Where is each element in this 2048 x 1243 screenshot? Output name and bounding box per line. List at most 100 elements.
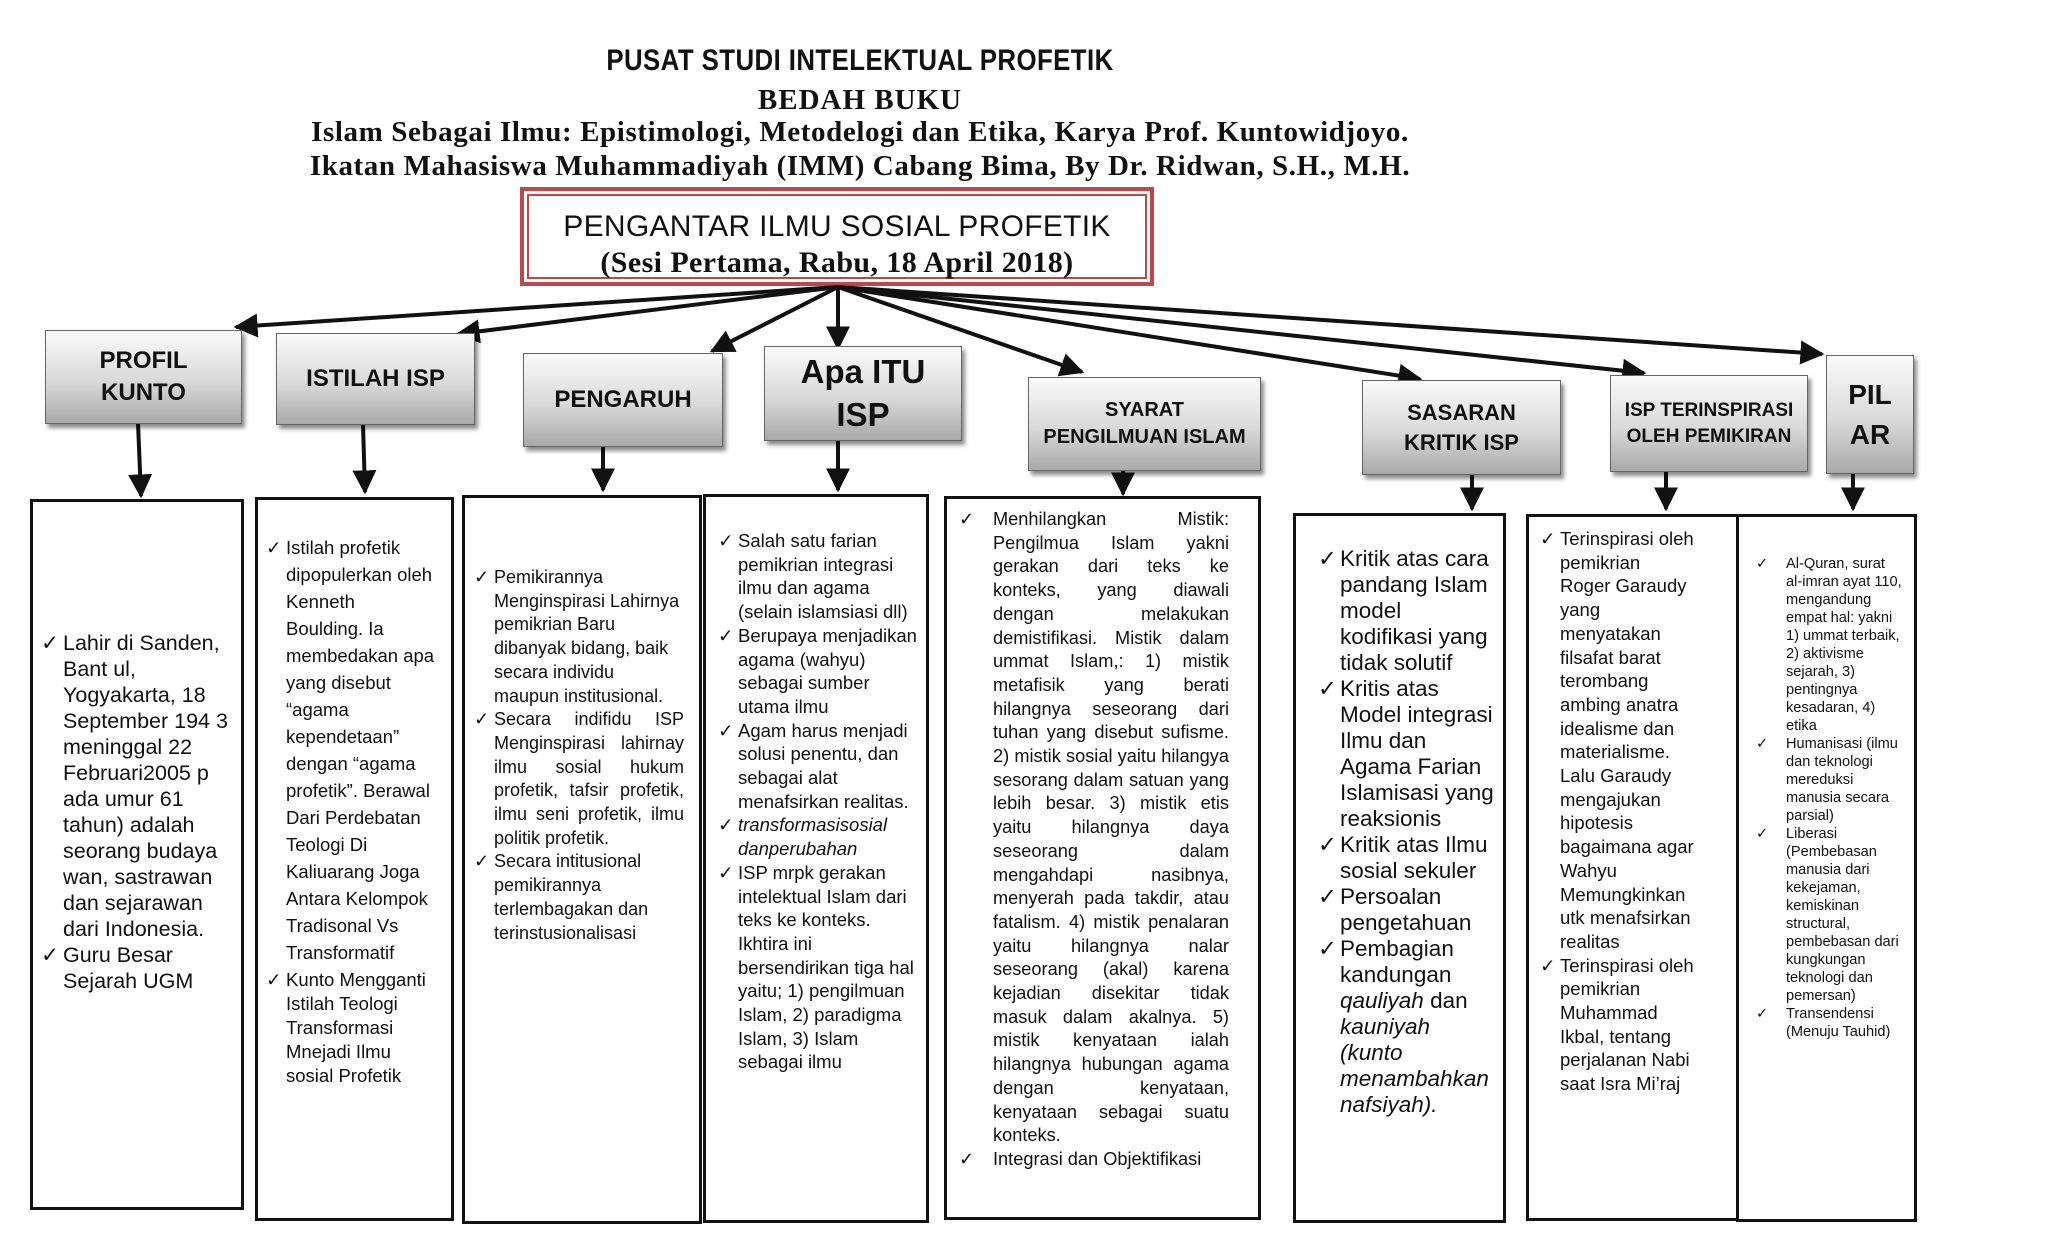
check-icon: ✓ <box>1318 936 1337 961</box>
check-icon: ✓ <box>1756 826 1769 842</box>
check-icon: ✓ <box>959 509 975 529</box>
list-item: ✓Secara indifidu ISP Menginspirasi lahir… <box>474 708 684 850</box>
check-icon: ✓ <box>266 537 282 558</box>
list-item: ✓Transendensi (Menuju Tauhid) <box>1756 1005 1904 1041</box>
category-apa-itu-isp: Apa ITU ISP <box>764 346 962 441</box>
list-item-text: Kunto Mengganti Istilah Teologi Transfor… <box>286 969 426 1086</box>
list-item: ✓Kritik atas cara pandang Islam model ko… <box>1318 546 1498 676</box>
check-icon: ✓ <box>1756 556 1769 572</box>
arrow-down-istilah <box>352 423 377 495</box>
list-item: ✓Agam harus menjadi solusi penentu, dan … <box>718 719 920 814</box>
list-item: ✓ Liberasi (Pembebasan manusia dari kekej… <box>1756 825 1904 1005</box>
list-item: ✓Secara intitusional pemikirannya terlem… <box>474 850 684 945</box>
list-item-text: Berupaya menjadikan agama (wahyu) sebaga… <box>738 624 917 717</box>
list-item: ✓Al-Quran, surat al-imran ayat 110, meng… <box>1756 555 1904 735</box>
content-box-profil: ✓Lahir di Sanden, Bant ul, Yogyakarta, 1… <box>30 499 244 1210</box>
category-syarat-pengilmuan-islam: SYARAT PENGILMUAN ISLAM <box>1028 377 1261 471</box>
content-box-sasaran: ✓Kritik atas cara pandang Islam model ko… <box>1293 513 1506 1223</box>
list-item-text: Secara intitusional pemikirannya terlemb… <box>494 851 649 943</box>
list-item: ✓Kritis atas Model integrasi Ilmu dan Ag… <box>1318 676 1498 832</box>
list-item: ✓Guru Besar Sejarah UGM <box>41 942 233 994</box>
list-item-text: Salah satu farian pemikrian integrasi il… <box>738 530 908 623</box>
list-item: ✓transformasisosial danperubahan <box>718 813 920 860</box>
list-item-text: Agam harus menjadi solusi penentu, dan s… <box>738 719 909 812</box>
content-box-pengaruh: ✓Pemikirannya Menginspirasi Lahirnya pem… <box>462 495 702 1224</box>
check-icon: ✓ <box>718 624 734 646</box>
list-item: ✓Istilah profetik dipopulerkan oleh Kenn… <box>266 534 436 966</box>
list-item-text: Kritik atas cara pandang Islam model kod… <box>1340 546 1489 675</box>
check-icon: ✓ <box>41 943 60 967</box>
check-icon: ✓ <box>474 567 490 587</box>
check-icon: ✓ <box>1540 528 1556 549</box>
check-icon: ✓ <box>474 709 490 730</box>
list-item: ✓Lahir di Sanden, Bant ul, Yogyakarta, 1… <box>41 630 233 942</box>
category-sasaran-kritik-isp: SASARAN KRITIK ISP <box>1362 380 1561 475</box>
check-icon: ✓ <box>1318 546 1337 571</box>
list-item-text: dan <box>1430 988 1468 1013</box>
list-item-italic: kauniyah (kunto menambahkan nafsiyah). <box>1340 1014 1489 1117</box>
list-item: ✓Pemikirannya Menginspirasi Lahirnya pem… <box>474 566 684 708</box>
category-pilar: PIL AR <box>1826 355 1914 474</box>
check-icon: ✓ <box>41 631 60 655</box>
main-topic-title: PENGANTAR ILMU SOSIAL PROFETIK <box>563 210 1111 243</box>
list-item: ✓ Menhilangkan Mistik: Pengilmua Islam ya… <box>959 508 1229 1148</box>
check-icon: ✓ <box>959 1148 975 1169</box>
list-item: ✓Kunto Mengganti Istilah Teologi Transfo… <box>266 968 436 1088</box>
list-item: ✓ISP mrpk gerakan intelektual Islam dari… <box>718 861 920 1074</box>
list-item-text: Istilah profetik dipopulerkan oleh Kenne… <box>286 537 435 963</box>
list-item: ✓Terinspirasi oleh pemikrian Roger Garau… <box>1540 527 1695 954</box>
list-item-text: Kritik atas Ilmu sosial sekuler <box>1340 832 1488 883</box>
header-book-title: Islam Sebagai Ilmu: Epistimologi, Metode… <box>311 116 1409 148</box>
list-item-text: transformasisosial danperubahan <box>738 814 888 860</box>
category-isp-terinspirasi: ISP TERINSPIRASI OLEH PEMIKIRAN <box>1610 375 1808 472</box>
check-icon: ✓ <box>718 530 734 551</box>
check-icon: ✓ <box>718 861 734 883</box>
list-item-text: ISP mrpk gerakan intelektual Islam dari … <box>738 861 914 1073</box>
list-item-text: Terinspirasi oleh pemikrian Roger Garaud… <box>1560 528 1694 952</box>
content-box-istilah: ✓Istilah profetik dipopulerkan oleh Kenn… <box>255 497 454 1221</box>
arrow-to-isp-terinspirasi <box>837 285 1647 383</box>
arrow-down-profil <box>128 422 153 499</box>
list-item-text: Menhilangkan Mistik: Pengilmua Islam yak… <box>993 509 1229 1146</box>
list-item-text: Terinspirasi oleh pemikrian Muhammad Ikb… <box>1560 954 1694 1095</box>
main-topic-inner-frame: PENGANTAR ILMU SOSIAL PROFETIK (Sesi Per… <box>527 194 1147 279</box>
list-item: ✓Persoalan pengetahuan <box>1318 884 1498 936</box>
list-item: ✓Terinspirasi oleh pemikrian Muhammad Ik… <box>1540 954 1695 1096</box>
check-icon: ✓ <box>1540 954 1556 976</box>
list-item: ✓Pembagian kandungan qauliyah dan kauniy… <box>1318 936 1498 1118</box>
check-icon: ✓ <box>718 719 734 741</box>
arrow-to-sasaran <box>837 285 1423 388</box>
content-box-terinspirasi: ✓Terinspirasi oleh pemikrian Roger Garau… <box>1526 514 1743 1221</box>
check-icon: ✓ <box>474 851 490 872</box>
check-icon: ✓ <box>1318 676 1337 701</box>
list-item: ✓ Integrasi dan Objektifikasi <box>959 1148 1229 1172</box>
check-icon: ✓ <box>718 814 734 836</box>
list-item-text: Persoalan pengetahuan <box>1340 884 1472 935</box>
list-item-italic: qauliyah <box>1340 988 1424 1013</box>
content-box-pilar: ✓Al-Quran, surat al-imran ayat 110, meng… <box>1736 514 1917 1222</box>
list-item: ✓Salah satu farian pemikrian integrasi i… <box>718 529 920 624</box>
list-item-text: Kritis atas Model integrasi Ilmu dan Aga… <box>1340 676 1494 831</box>
check-icon: ✓ <box>1756 736 1769 752</box>
list-item-text: Humanisasi (ilmu dan teknologi mereduksi… <box>1786 736 1898 824</box>
list-item-text: Pembagian kandungan <box>1340 936 1454 987</box>
content-box-syarat: ✓ Menhilangkan Mistik: Pengilmua Islam ya… <box>944 496 1261 1220</box>
list-item-text: Secara indifidu ISP Menginspirasi lahirn… <box>494 709 684 848</box>
arrow-to-profil-kunto <box>233 285 839 338</box>
category-istilah-isp: ISTILAH ISP <box>276 333 475 425</box>
list-item-text: Pemikirannya Menginspirasi Lahirnya pemi… <box>494 567 680 706</box>
list-item: ✓Berupaya menjadikan agama (wahyu) sebag… <box>718 624 920 719</box>
list-item-text: Integrasi dan Objektifikasi <box>993 1148 1202 1169</box>
check-icon: ✓ <box>1318 884 1337 909</box>
main-topic-box: PENGANTAR ILMU SOSIAL PROFETIK (Sesi Per… <box>520 187 1154 286</box>
main-topic-session: (Sesi Pertama, Rabu, 18 April 2018) <box>600 246 1074 279</box>
check-icon: ✓ <box>1318 832 1337 857</box>
list-item: ✓Kritik atas Ilmu sosial sekuler <box>1318 832 1498 884</box>
category-profil-kunto: PROFIL KUNTO <box>45 330 242 424</box>
list-item: ✓ Humanisasi (ilmu dan teknologi mereduks… <box>1756 735 1904 825</box>
arrow-to-syarat <box>837 285 1085 377</box>
list-item-text: Guru Besar Sejarah UGM <box>63 943 194 993</box>
arrow-to-istilah-isp <box>455 285 839 344</box>
header-event: BEDAH BUKU <box>757 84 963 116</box>
list-item-text: Liberasi (Pembebasan manusia dari kekeja… <box>1786 826 1899 1004</box>
